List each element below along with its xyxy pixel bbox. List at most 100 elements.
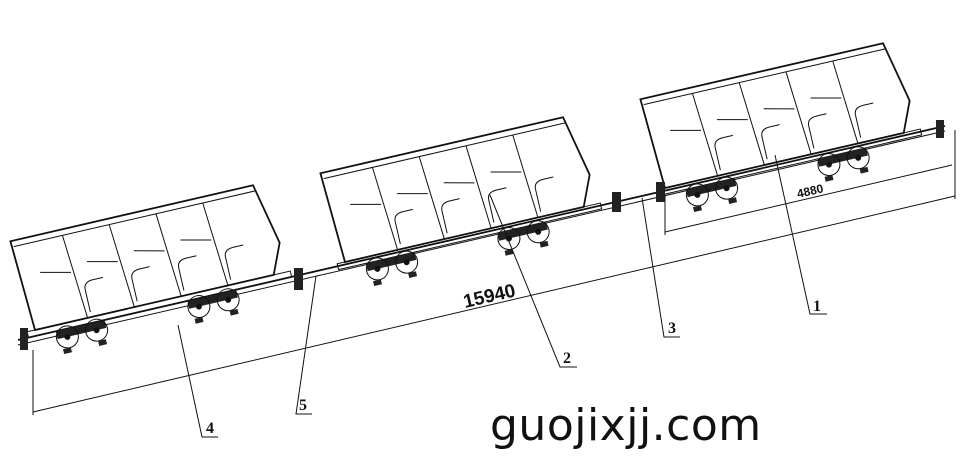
brace — [670, 129, 701, 131]
partition — [155, 213, 182, 297]
axle-box — [824, 175, 834, 182]
partition — [418, 156, 445, 240]
axle-box — [408, 271, 418, 278]
brace — [716, 119, 748, 121]
hopper-top-rail — [323, 122, 567, 180]
svg-text:1: 1 — [813, 298, 821, 315]
callout-1: 1 — [774, 154, 827, 315]
svg-text:4: 4 — [206, 420, 214, 437]
svg-text:5: 5 — [299, 397, 307, 414]
callout-2: 2 — [489, 194, 577, 368]
car-right — [639, 42, 923, 213]
svg-text:2: 2 — [563, 350, 571, 367]
chassis-frame — [26, 270, 293, 339]
axle-box — [728, 197, 738, 204]
axle-box — [539, 240, 549, 248]
dimension-overall-label: 15940 — [461, 281, 517, 313]
brace — [490, 171, 522, 173]
callout-4: 4 — [177, 324, 218, 438]
coupler-middle — [612, 182, 665, 212]
seat-frame — [854, 102, 874, 138]
partition — [465, 145, 492, 229]
axle-box — [229, 308, 239, 316]
brace — [40, 271, 71, 273]
bogie — [817, 146, 870, 182]
coupler-end — [20, 120, 944, 350]
wheel-hub — [93, 327, 100, 334]
seat-frame — [131, 266, 150, 302]
partition — [61, 235, 89, 318]
wheel — [715, 176, 739, 200]
seat-frame — [441, 198, 460, 234]
hopper-body — [639, 42, 911, 190]
partition — [202, 202, 229, 286]
bogie — [497, 220, 550, 256]
wheel — [85, 318, 109, 342]
dimension-overall: 15940 — [32, 130, 956, 415]
rail-line — [17, 125, 946, 346]
wheel — [817, 153, 841, 177]
car-left — [9, 184, 293, 355]
bogie — [365, 250, 419, 287]
seat-frame — [224, 244, 244, 280]
bogie — [685, 176, 739, 213]
callout-3: 3 — [641, 197, 680, 338]
brace — [180, 239, 212, 241]
partition — [108, 224, 135, 308]
dimension-car: 4880 — [664, 164, 953, 235]
seat-frame — [177, 255, 197, 291]
wheel-hub — [64, 333, 71, 340]
bogie — [55, 318, 109, 355]
wheel-hub — [225, 296, 232, 303]
hopper-top-rail — [13, 190, 257, 248]
partition — [512, 134, 539, 218]
brace — [763, 108, 795, 110]
wheel — [846, 146, 870, 170]
wheel — [685, 183, 709, 207]
seat-frame — [761, 124, 780, 160]
partition — [371, 167, 399, 250]
watermark: guojixjj.com — [490, 400, 762, 451]
brace — [396, 193, 428, 195]
seat-frame — [534, 176, 554, 212]
axle-box — [63, 347, 72, 355]
brace — [810, 97, 842, 99]
seat-frame — [394, 208, 414, 245]
axle-box — [504, 249, 514, 256]
partition — [738, 82, 765, 166]
callout-5: 5 — [295, 275, 317, 415]
wheel-hub — [855, 154, 862, 161]
coupler-left — [294, 268, 303, 290]
wheel — [526, 220, 550, 244]
wheel-hub — [825, 161, 832, 168]
chassis-frame — [336, 202, 603, 271]
wheel — [55, 325, 79, 349]
seat-frame — [84, 276, 104, 313]
axle-box — [98, 339, 108, 346]
car-middle — [319, 116, 603, 287]
seat-frame — [807, 113, 827, 149]
wheel-hub — [403, 259, 410, 266]
partition — [832, 60, 859, 144]
wheel-hub — [694, 191, 701, 198]
brace — [133, 250, 165, 252]
wheel-hub — [195, 303, 202, 310]
hopper-top-rail — [643, 48, 887, 106]
brace — [350, 203, 381, 205]
axle-box — [859, 166, 869, 174]
axle-box — [693, 205, 702, 213]
seat-frame — [487, 187, 507, 223]
partition — [691, 93, 719, 176]
dimension-car-label: 4880 — [796, 181, 825, 201]
hopper-body — [9, 184, 281, 332]
axle-box — [194, 317, 204, 324]
svg-text:3: 3 — [668, 320, 676, 337]
wheel — [497, 227, 521, 251]
wheel — [395, 250, 419, 274]
brace — [86, 261, 118, 263]
brace — [443, 182, 475, 184]
axle-box — [373, 279, 382, 287]
partition — [785, 71, 812, 155]
